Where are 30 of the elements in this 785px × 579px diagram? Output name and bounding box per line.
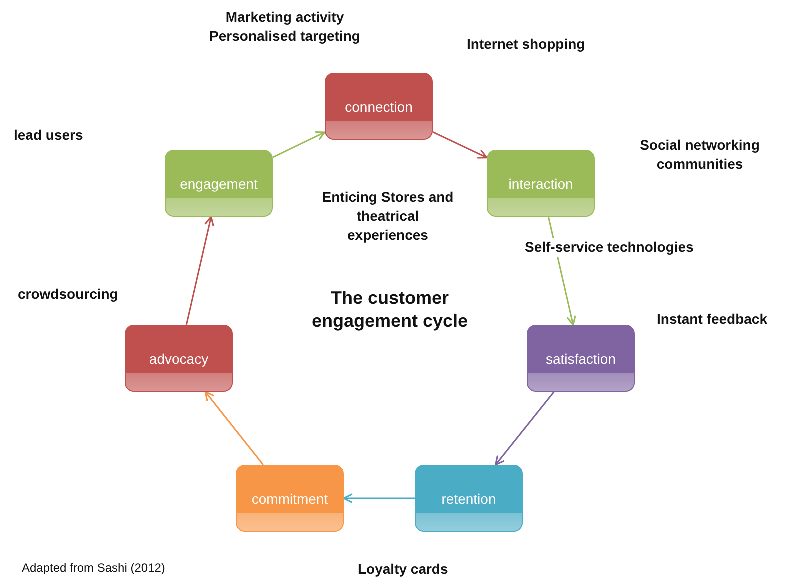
- arrow: [186, 216, 214, 326]
- process-box: [487, 150, 595, 217]
- annotation-label: Social networking communities: [639, 136, 761, 174]
- arrow: [495, 392, 555, 466]
- node-label: advocacy: [149, 350, 209, 366]
- diagram-title: The customer engagement cycle: [310, 287, 470, 334]
- node-label: engagement: [180, 176, 258, 192]
- annotation-label: Internet shopping: [467, 35, 586, 54]
- arrow: [272, 132, 326, 158]
- arrow: [432, 131, 488, 159]
- node-label: commitment: [252, 490, 328, 506]
- arrow: [204, 391, 264, 466]
- process-box: [125, 325, 233, 392]
- node-label: interaction: [508, 176, 574, 192]
- process-box: [527, 325, 635, 392]
- annotation-label: lead users: [14, 126, 84, 145]
- node-label: retention: [442, 490, 496, 506]
- annotation-label: Marketing activity Personalised targeting: [208, 8, 362, 46]
- annotation-label: crowdsourcing: [18, 285, 120, 304]
- process-box: [165, 150, 273, 217]
- process-box: [415, 465, 523, 532]
- source-note: Adapted from Sashi (2012): [22, 560, 166, 576]
- arrow: [343, 494, 415, 504]
- annotation-label: Enticing Stores and theatrical experiences: [321, 188, 455, 245]
- node-label: satisfaction: [546, 350, 616, 366]
- annotation-label: Loyalty cards: [358, 560, 450, 579]
- annotation-label: Instant feedback: [657, 310, 768, 329]
- process-box: [325, 73, 433, 140]
- node-label: connection: [345, 98, 413, 114]
- process-box: [236, 465, 344, 532]
